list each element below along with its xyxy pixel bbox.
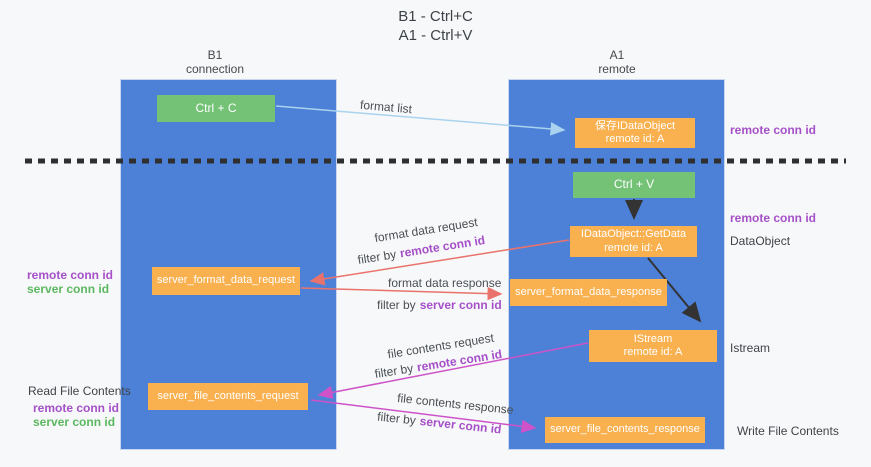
annotation-write-file-contents: Write File Contents bbox=[737, 424, 839, 438]
node-istream: IStream remote id: A bbox=[589, 330, 717, 362]
filter-prefix-4: filter by bbox=[376, 409, 417, 428]
annotation-remote-conn-id-top: remote conn id bbox=[730, 123, 817, 137]
node-getdata-line1: IDataObject::GetData bbox=[580, 228, 687, 240]
node-istream-line1: IStream bbox=[633, 332, 673, 345]
node-file-response-label: server_file_contents_response bbox=[550, 423, 700, 436]
node-server-format-data-response: server_format_data_response bbox=[510, 279, 667, 306]
annotation-left-bottom-remote-conn-id: remote conn id bbox=[33, 401, 120, 415]
lane-b1-role: connection bbox=[185, 62, 245, 76]
title-line-1: B1 - Ctrl+C bbox=[398, 8, 473, 25]
filter-prefix-1: filter by bbox=[356, 247, 398, 267]
filter-prefix-3: filter by bbox=[373, 361, 415, 381]
filter-key-server-conn-id-2: server conn id bbox=[419, 413, 503, 437]
diagram-title: B1 - Ctrl+C A1 - Ctrl+V bbox=[0, 7, 871, 45]
node-ctrl-c-label: Ctrl + C bbox=[195, 100, 237, 115]
lane-header-b1: B1 connection bbox=[150, 48, 280, 76]
node-file-request-label: server_file_contents_request bbox=[157, 389, 299, 402]
filter-key-server-conn-id-1: server conn id bbox=[419, 298, 502, 312]
node-server-format-data-request: server_format_data_request bbox=[152, 267, 300, 295]
node-save-idataobject-line2: remote id: A bbox=[605, 133, 665, 145]
node-server-file-contents-request: server_file_contents_request bbox=[148, 383, 308, 410]
node-istream-line2: remote id: A bbox=[623, 346, 683, 358]
lane-a1-name: A1 bbox=[609, 48, 625, 62]
annotation-left-remote-conn-id: remote conn id bbox=[27, 268, 114, 282]
filter-prefix-2: filter by bbox=[377, 298, 416, 312]
lane-a1-role: remote bbox=[598, 62, 636, 76]
annotation-read-file-contents: Read File Contents bbox=[28, 384, 131, 398]
label-format-data-response: format data response bbox=[388, 276, 502, 290]
annotation-left-bottom-server-conn-id: server conn id bbox=[33, 415, 116, 429]
node-save-idataobject: 保存IDataObject remote id: A bbox=[575, 118, 695, 148]
node-format-response-label: server_format_data_response bbox=[515, 285, 662, 298]
node-server-file-contents-response: server_file_contents_response bbox=[545, 417, 705, 443]
annotation-dataobject: DataObject bbox=[730, 234, 791, 248]
title-line-2: A1 - Ctrl+V bbox=[398, 27, 473, 44]
node-getdata-line2: remote id: A bbox=[604, 241, 663, 254]
node-idataobject-getdata: IDataObject::GetData remote id: A bbox=[570, 226, 697, 257]
node-format-request-label: server_format_data_request bbox=[156, 274, 296, 287]
node-ctrl-c: Ctrl + C bbox=[157, 95, 275, 122]
node-ctrl-v: Ctrl + V bbox=[573, 172, 695, 198]
annotation-left-server-conn-id: server conn id bbox=[27, 282, 110, 296]
node-save-idataobject-line1: 保存IDataObject bbox=[594, 119, 676, 132]
annotation-remote-conn-id-mid: remote conn id bbox=[730, 211, 817, 225]
lane-header-a1: A1 remote bbox=[552, 48, 682, 76]
node-ctrl-v-label: Ctrl + V bbox=[613, 177, 655, 192]
lane-b1-name: B1 bbox=[207, 48, 223, 62]
annotation-istream: Istream bbox=[730, 341, 771, 355]
label-format-list: format list bbox=[359, 97, 413, 117]
